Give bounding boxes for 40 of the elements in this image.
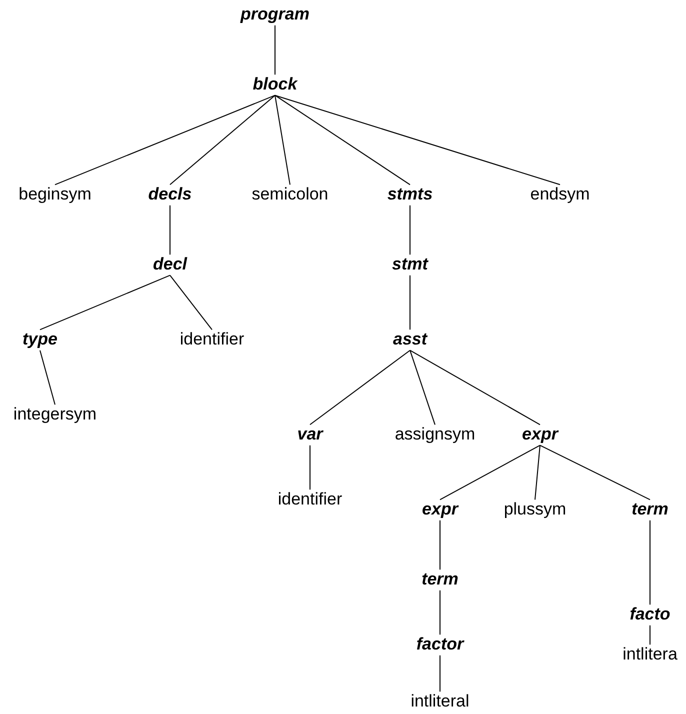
nonterminal-label: decl	[152, 256, 188, 274]
terminal-label: integersym	[13, 406, 97, 424]
nonterminal-label: facto	[630, 606, 670, 624]
terminal-label: plussym	[504, 500, 566, 520]
tree-edge	[170, 94, 276, 186]
tree-edge	[40, 350, 56, 406]
terminal-label: endsym	[530, 186, 590, 204]
tree-edge	[534, 444, 540, 500]
tree-edge	[274, 94, 290, 186]
nonterminal-label: program	[240, 6, 310, 24]
tree-edge	[274, 24, 276, 76]
tree-edge	[40, 274, 170, 330]
tree-edge	[54, 94, 276, 186]
nonterminal-label: type	[22, 330, 58, 350]
nonterminal-label: term	[422, 570, 458, 590]
terminal-label: beginsym	[18, 186, 92, 204]
nonterminal-label: stmts	[387, 186, 433, 204]
terminal-label: identifier	[180, 330, 244, 350]
nonterminal-label: expr	[422, 500, 458, 520]
nonterminal-label: stmt	[392, 256, 428, 274]
tree-edge	[310, 350, 410, 426]
terminal-label: assignsym	[394, 426, 476, 444]
tree-edge	[410, 350, 436, 426]
tree-edge	[410, 350, 540, 426]
tree-edge	[440, 444, 540, 500]
terminal-label: intliteral	[410, 692, 470, 712]
nonterminal-label: var	[297, 426, 323, 444]
terminal-label: identifier	[278, 490, 342, 510]
nonterminal-label: asst	[392, 330, 428, 350]
tree-edge	[274, 94, 560, 186]
nonterminal-label: block	[252, 76, 298, 94]
tree-edge	[170, 274, 212, 330]
terminal-label: semicolon	[252, 186, 328, 204]
tree-edge	[274, 94, 410, 186]
nonterminal-label: term	[632, 500, 668, 520]
nonterminal-label: expr	[522, 426, 558, 444]
nonterminal-label: decls	[148, 186, 192, 204]
terminal-label: intlitera	[622, 646, 678, 664]
tree-edge	[540, 444, 650, 500]
nonterminal-label: factor	[416, 636, 464, 654]
